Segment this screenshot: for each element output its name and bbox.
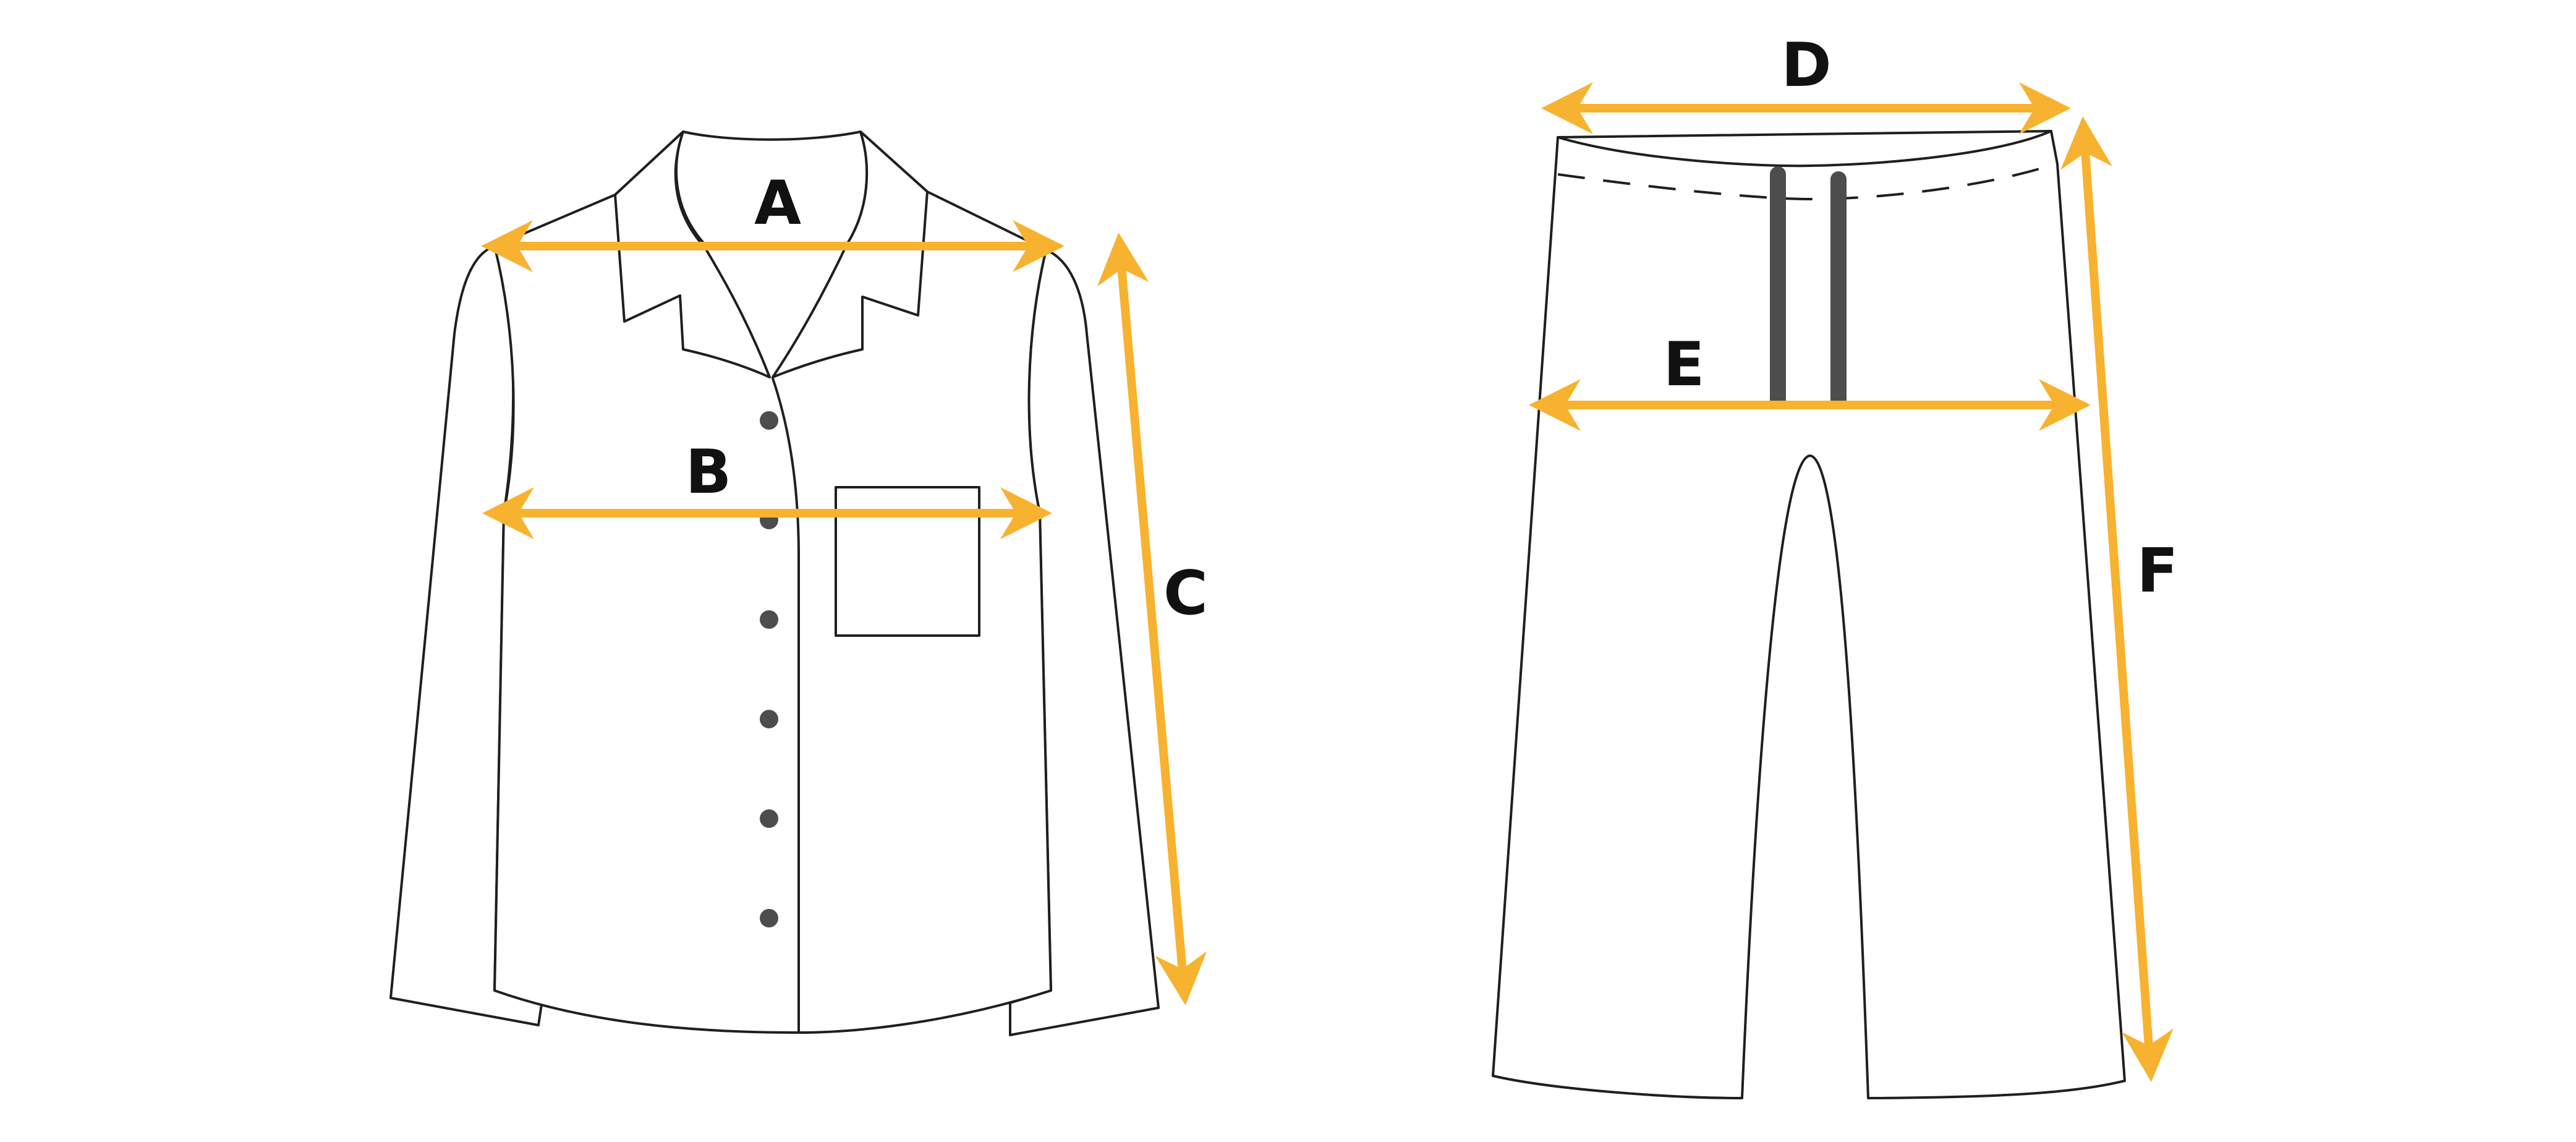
arrow-f [2060,116,2174,1082]
arrow-c [1097,232,1207,1005]
waistband-stitch [1557,163,2056,201]
pajama-pants [1492,130,2126,1099]
pants-body [1492,130,2126,1099]
placket-line [772,377,800,1034]
shirt-button [760,909,778,927]
shirt-button [760,710,778,728]
waistband-curve [1557,130,2052,168]
label-b: B [686,437,732,508]
shirt-button [760,411,778,430]
measurement-labels: A B C D E F [686,30,2179,629]
measurement-arrows [481,82,2174,1082]
shirt-button [760,809,778,828]
label-d: D [1781,30,1831,101]
label-e: E [1664,330,1705,400]
label-c: C [1163,558,1208,629]
pajama-shirt [389,130,1160,1036]
shirt-button [760,610,778,629]
label-f: F [2137,536,2179,607]
label-a: A [754,168,801,239]
